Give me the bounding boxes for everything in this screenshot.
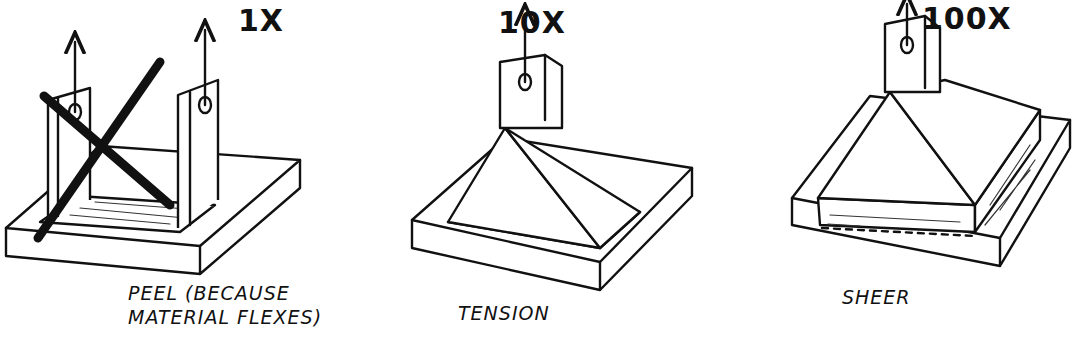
tension-sketch <box>412 14 692 290</box>
joint-caption: PEEL (BECAUSE MATERIAL FLEXES) <box>128 282 358 330</box>
strength-factor: 1X <box>238 2 318 40</box>
strength-factor: 10X <box>498 4 598 42</box>
strength-factor: 100X <box>922 0 1042 38</box>
peel-sketch <box>6 30 300 274</box>
joint-caption: TENSION <box>458 302 638 326</box>
shear-sketch <box>792 4 1070 266</box>
joint-caption: SHEER <box>842 286 1002 310</box>
